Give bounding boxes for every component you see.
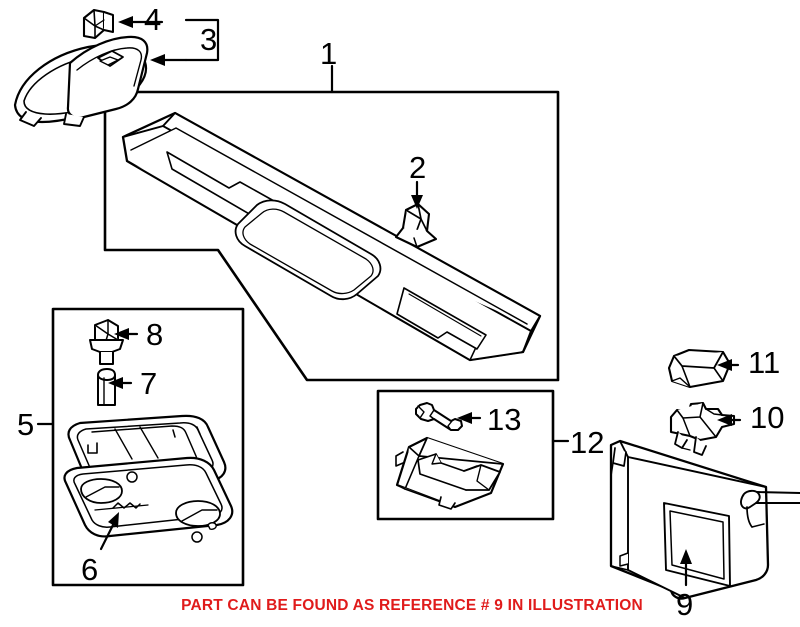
callout-10[interactable]: 10 <box>750 400 785 435</box>
reference-footnote: PART CAN BE FOUND AS REFERENCE # 9 IN IL… <box>181 597 643 614</box>
callout-11[interactable]: 11 <box>748 345 781 380</box>
callout-12[interactable]: 12 <box>570 425 605 460</box>
callout-1[interactable]: 1 <box>320 36 338 71</box>
part-grab-handle-cap-clip <box>82 8 114 40</box>
part-dome-lamp-housing <box>63 456 234 543</box>
part-vanity-lamp-bulb <box>415 402 463 431</box>
callout-9[interactable]: 9 <box>676 587 694 622</box>
part-dome-lamp-bulb <box>97 368 116 406</box>
callout-13[interactable]: 13 <box>487 402 522 437</box>
part-sun-visor-mounting-bracket <box>669 401 736 456</box>
callout-8[interactable]: 8 <box>146 317 164 352</box>
callout-3[interactable]: 3 <box>200 22 218 57</box>
part-bulb-socket <box>89 319 124 365</box>
leader-6 <box>99 519 117 551</box>
part-trim-clip <box>394 202 438 249</box>
part-grab-handle <box>13 35 149 127</box>
callout-2[interactable]: 2 <box>409 150 427 185</box>
part-sun-visor <box>609 439 800 600</box>
leader-3 <box>184 18 220 62</box>
part-vanity-lamp-housing <box>395 436 505 510</box>
callout-7[interactable]: 7 <box>140 366 158 401</box>
callout-6[interactable]: 6 <box>81 552 99 587</box>
callout-4[interactable]: 4 <box>144 2 162 37</box>
part-roof-rear-trim-panel <box>121 111 542 362</box>
part-sun-visor-support-clip <box>667 348 732 389</box>
callout-5[interactable]: 5 <box>17 407 35 442</box>
